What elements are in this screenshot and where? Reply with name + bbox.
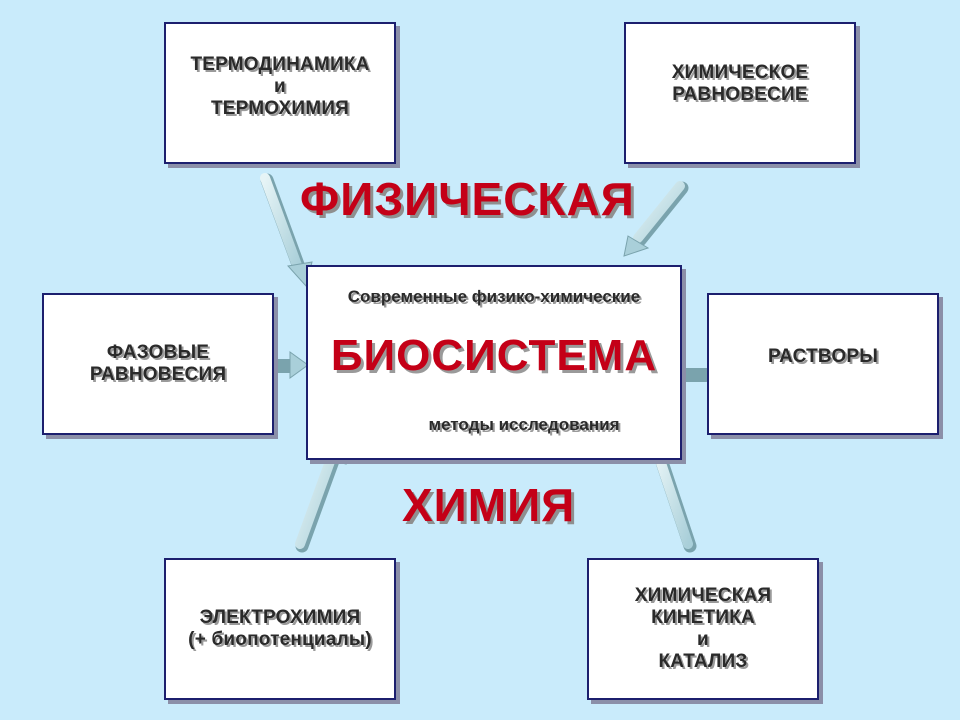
box-solutions-line-1: РАСТВОРЫ [767, 346, 878, 367]
box-solutions: РАСТВОРЫ [707, 293, 939, 435]
label-physical: ФИЗИЧЕСКАЯ [300, 173, 635, 225]
box-chemical-equilibrium-text: ХИМИЧЕСКОЕ РАВНОВЕСИЕ [672, 62, 809, 106]
box-thermodynamics-line-3: ТЕРМОХИМИЯ [210, 98, 350, 119]
center-main-title: БИОСИСТЕМА [330, 331, 658, 380]
box-phase-equilibria-line-1: ФАЗОВЫЕ [106, 342, 210, 363]
box-chemical-kinetics-line-1: ХИМИЧЕСКАЯ [634, 585, 772, 606]
box-chemical-kinetics-line-2: КИНЕТИКА [651, 607, 755, 628]
box-chemical-equilibrium-line-1: ХИМИЧЕСКОЕ [671, 62, 809, 83]
box-thermodynamics-text: ТЕРМОДИНАМИКА и ТЕРМОХИМИЯ [190, 54, 369, 120]
box-phase-equilibria-text: ФАЗОВЫЕ РАВНОВЕСИЯ [90, 342, 226, 386]
box-thermodynamics: ТЕРМОДИНАМИКА и ТЕРМОХИМИЯ [164, 22, 396, 164]
box-electrochemistry: ЭЛЕКТРОХИМИЯ (+ биопотенциалы) [164, 558, 396, 700]
box-electrochemistry-line-2: (+ биопотенциалы) [188, 629, 372, 650]
box-phase-equilibria: ФАЗОВЫЕ РАВНОВЕСИЯ [42, 293, 274, 435]
box-electrochemistry-line-1: ЭЛЕКТРОХИМИЯ [199, 607, 361, 628]
label-chemistry: ХИМИЯ [402, 479, 576, 531]
box-chemical-kinetics-text: ХИМИЧЕСКАЯ КИНЕТИКА и КАТАЛИЗ [635, 585, 772, 673]
center-top-text: Современные физико-химические [347, 287, 641, 306]
box-thermodynamics-line-2: и [274, 76, 286, 97]
box-phase-equilibria-line-2: РАВНОВЕСИЯ [89, 364, 227, 385]
box-electrochemistry-text: ЭЛЕКТРОХИМИЯ (+ биопотенциалы) [188, 607, 372, 651]
box-thermodynamics-line-1: ТЕРМОДИНАМИКА [190, 54, 370, 75]
box-biosystem: Современные физико-химические БИОСИСТЕМА… [306, 265, 682, 460]
box-chemical-equilibrium-line-2: РАВНОВЕСИЕ [672, 84, 808, 105]
center-bottom-text: методы исследования [428, 415, 620, 434]
box-chemical-kinetics: ХИМИЧЕСКАЯ КИНЕТИКА и КАТАЛИЗ [587, 558, 819, 700]
box-chemical-equilibrium: ХИМИЧЕСКОЕ РАВНОВЕСИЕ [624, 22, 856, 164]
box-chemical-kinetics-line-4: КАТАЛИЗ [658, 651, 748, 672]
box-chemical-kinetics-line-3: и [697, 629, 709, 650]
box-solutions-text: РАСТВОРЫ [768, 346, 878, 368]
